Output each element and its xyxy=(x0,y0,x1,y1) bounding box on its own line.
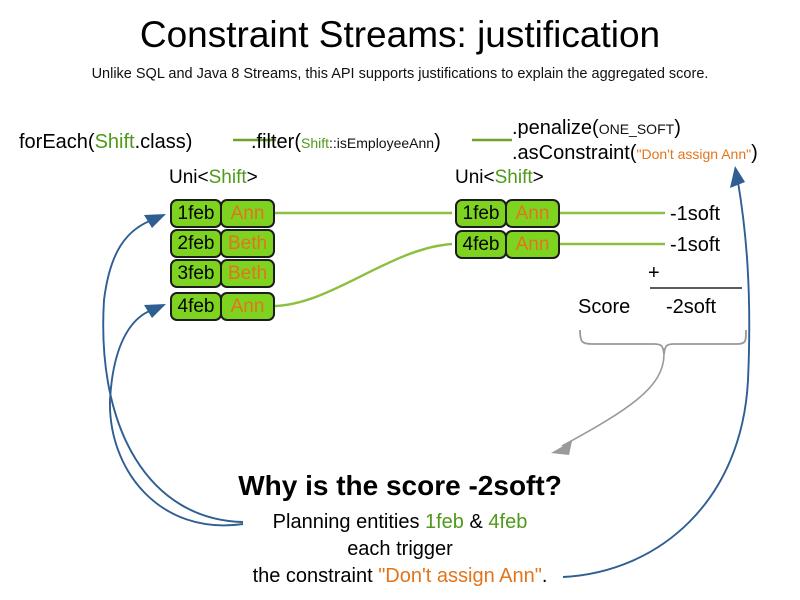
tuple-date: 3feb xyxy=(170,259,222,288)
left-tuple-row[interactable]: 1feb Ann xyxy=(170,199,275,228)
sum-operator: + xyxy=(648,262,660,284)
tuple-date: 4feb xyxy=(455,230,507,259)
penalty-label: -1soft xyxy=(670,203,721,225)
left-stream-caption: Uni<Shift> xyxy=(169,167,258,189)
tuple-employee: Ann xyxy=(505,199,560,228)
code-as-constraint: .asConstraint("Don't assign Ann") xyxy=(512,142,758,165)
explanation-line-3: the constraint "Don't assign Ann". xyxy=(0,565,800,588)
page-title: Constraint Streams: justification xyxy=(139,14,661,55)
tuple-employee: Ann xyxy=(220,292,275,321)
code-filter-prefix: .filter( xyxy=(251,131,301,153)
code-as-constraint-suffix: ) xyxy=(751,142,758,164)
tuple-employee: Beth xyxy=(220,229,275,258)
explanation-line-2: each trigger xyxy=(347,538,453,560)
left-caption-type: Shift xyxy=(208,167,247,188)
right-caption-suffix: > xyxy=(532,167,544,188)
left-caption-prefix: Uni< xyxy=(169,167,209,188)
tuple-date: 2feb xyxy=(170,229,222,258)
tuple-employee: Ann xyxy=(505,230,560,259)
code-as-constraint-prefix: .asConstraint( xyxy=(512,142,637,164)
code-penalize: .penalize(ONE_SOFT) xyxy=(512,117,681,140)
tuple-date: 1feb xyxy=(455,199,507,228)
right-caption-type: Shift xyxy=(494,167,533,188)
code-foreach: forEach(Shift.class) xyxy=(19,131,192,154)
left-tuple-row[interactable]: 3feb Beth xyxy=(170,259,275,288)
code-filter-suffix: ) xyxy=(434,131,441,153)
code-filter: .filter(Shift::isEmployeeAnn) xyxy=(251,131,441,154)
right-tuple-row[interactable]: 1feb Ann xyxy=(455,199,560,228)
explanation-constraint-name: "Don't assign Ann" xyxy=(378,565,542,587)
tuple-employee: Ann xyxy=(220,199,275,228)
explanation-line-1: Planning entities 1feb & 4feb xyxy=(0,511,800,534)
code-filter-method: ::isEmployeeAnn xyxy=(329,135,435,151)
tuple-date: 4feb xyxy=(170,292,222,321)
explanation-heading: Why is the score -2soft? xyxy=(238,470,562,501)
left-tuple-row[interactable]: 4feb Ann xyxy=(170,292,275,321)
left-tuple-row[interactable]: 2feb Beth xyxy=(170,229,275,258)
tuple-employee: Beth xyxy=(220,259,275,288)
right-stream-caption: Uni<Shift> xyxy=(455,167,544,189)
explanation-line-1-prefix: Planning entities xyxy=(272,511,425,533)
explanation-line-3-suffix: . xyxy=(541,565,548,587)
explanation-entity-4feb: 4feb xyxy=(488,511,528,533)
code-foreach-type: Shift xyxy=(94,131,135,153)
code-penalize-arg: ONE_SOFT xyxy=(598,121,675,137)
left-caption-suffix: > xyxy=(246,167,258,188)
penalty-label: -1soft xyxy=(670,234,721,256)
code-foreach-suffix: .class) xyxy=(134,131,193,153)
right-caption-prefix: Uni< xyxy=(455,167,495,188)
code-foreach-prefix: forEach( xyxy=(19,131,95,153)
explanation-line-1-amp: & xyxy=(463,511,489,533)
explanation-line-3-prefix: the constraint xyxy=(252,565,379,587)
right-tuple-row[interactable]: 4feb Ann xyxy=(455,230,560,259)
explanation-entity-1feb: 1feb xyxy=(425,511,464,533)
score-total: -2soft xyxy=(666,296,717,318)
page-subtitle: Unlike SQL and Java 8 Streams, this API … xyxy=(91,66,709,82)
code-filter-type: Shift xyxy=(301,135,330,151)
code-penalize-suffix: ) xyxy=(674,117,681,139)
code-as-constraint-arg: "Don't assign Ann" xyxy=(636,146,752,162)
score-label: Score xyxy=(578,296,631,318)
tuple-date: 1feb xyxy=(170,199,222,228)
code-penalize-prefix: .penalize( xyxy=(512,117,599,139)
